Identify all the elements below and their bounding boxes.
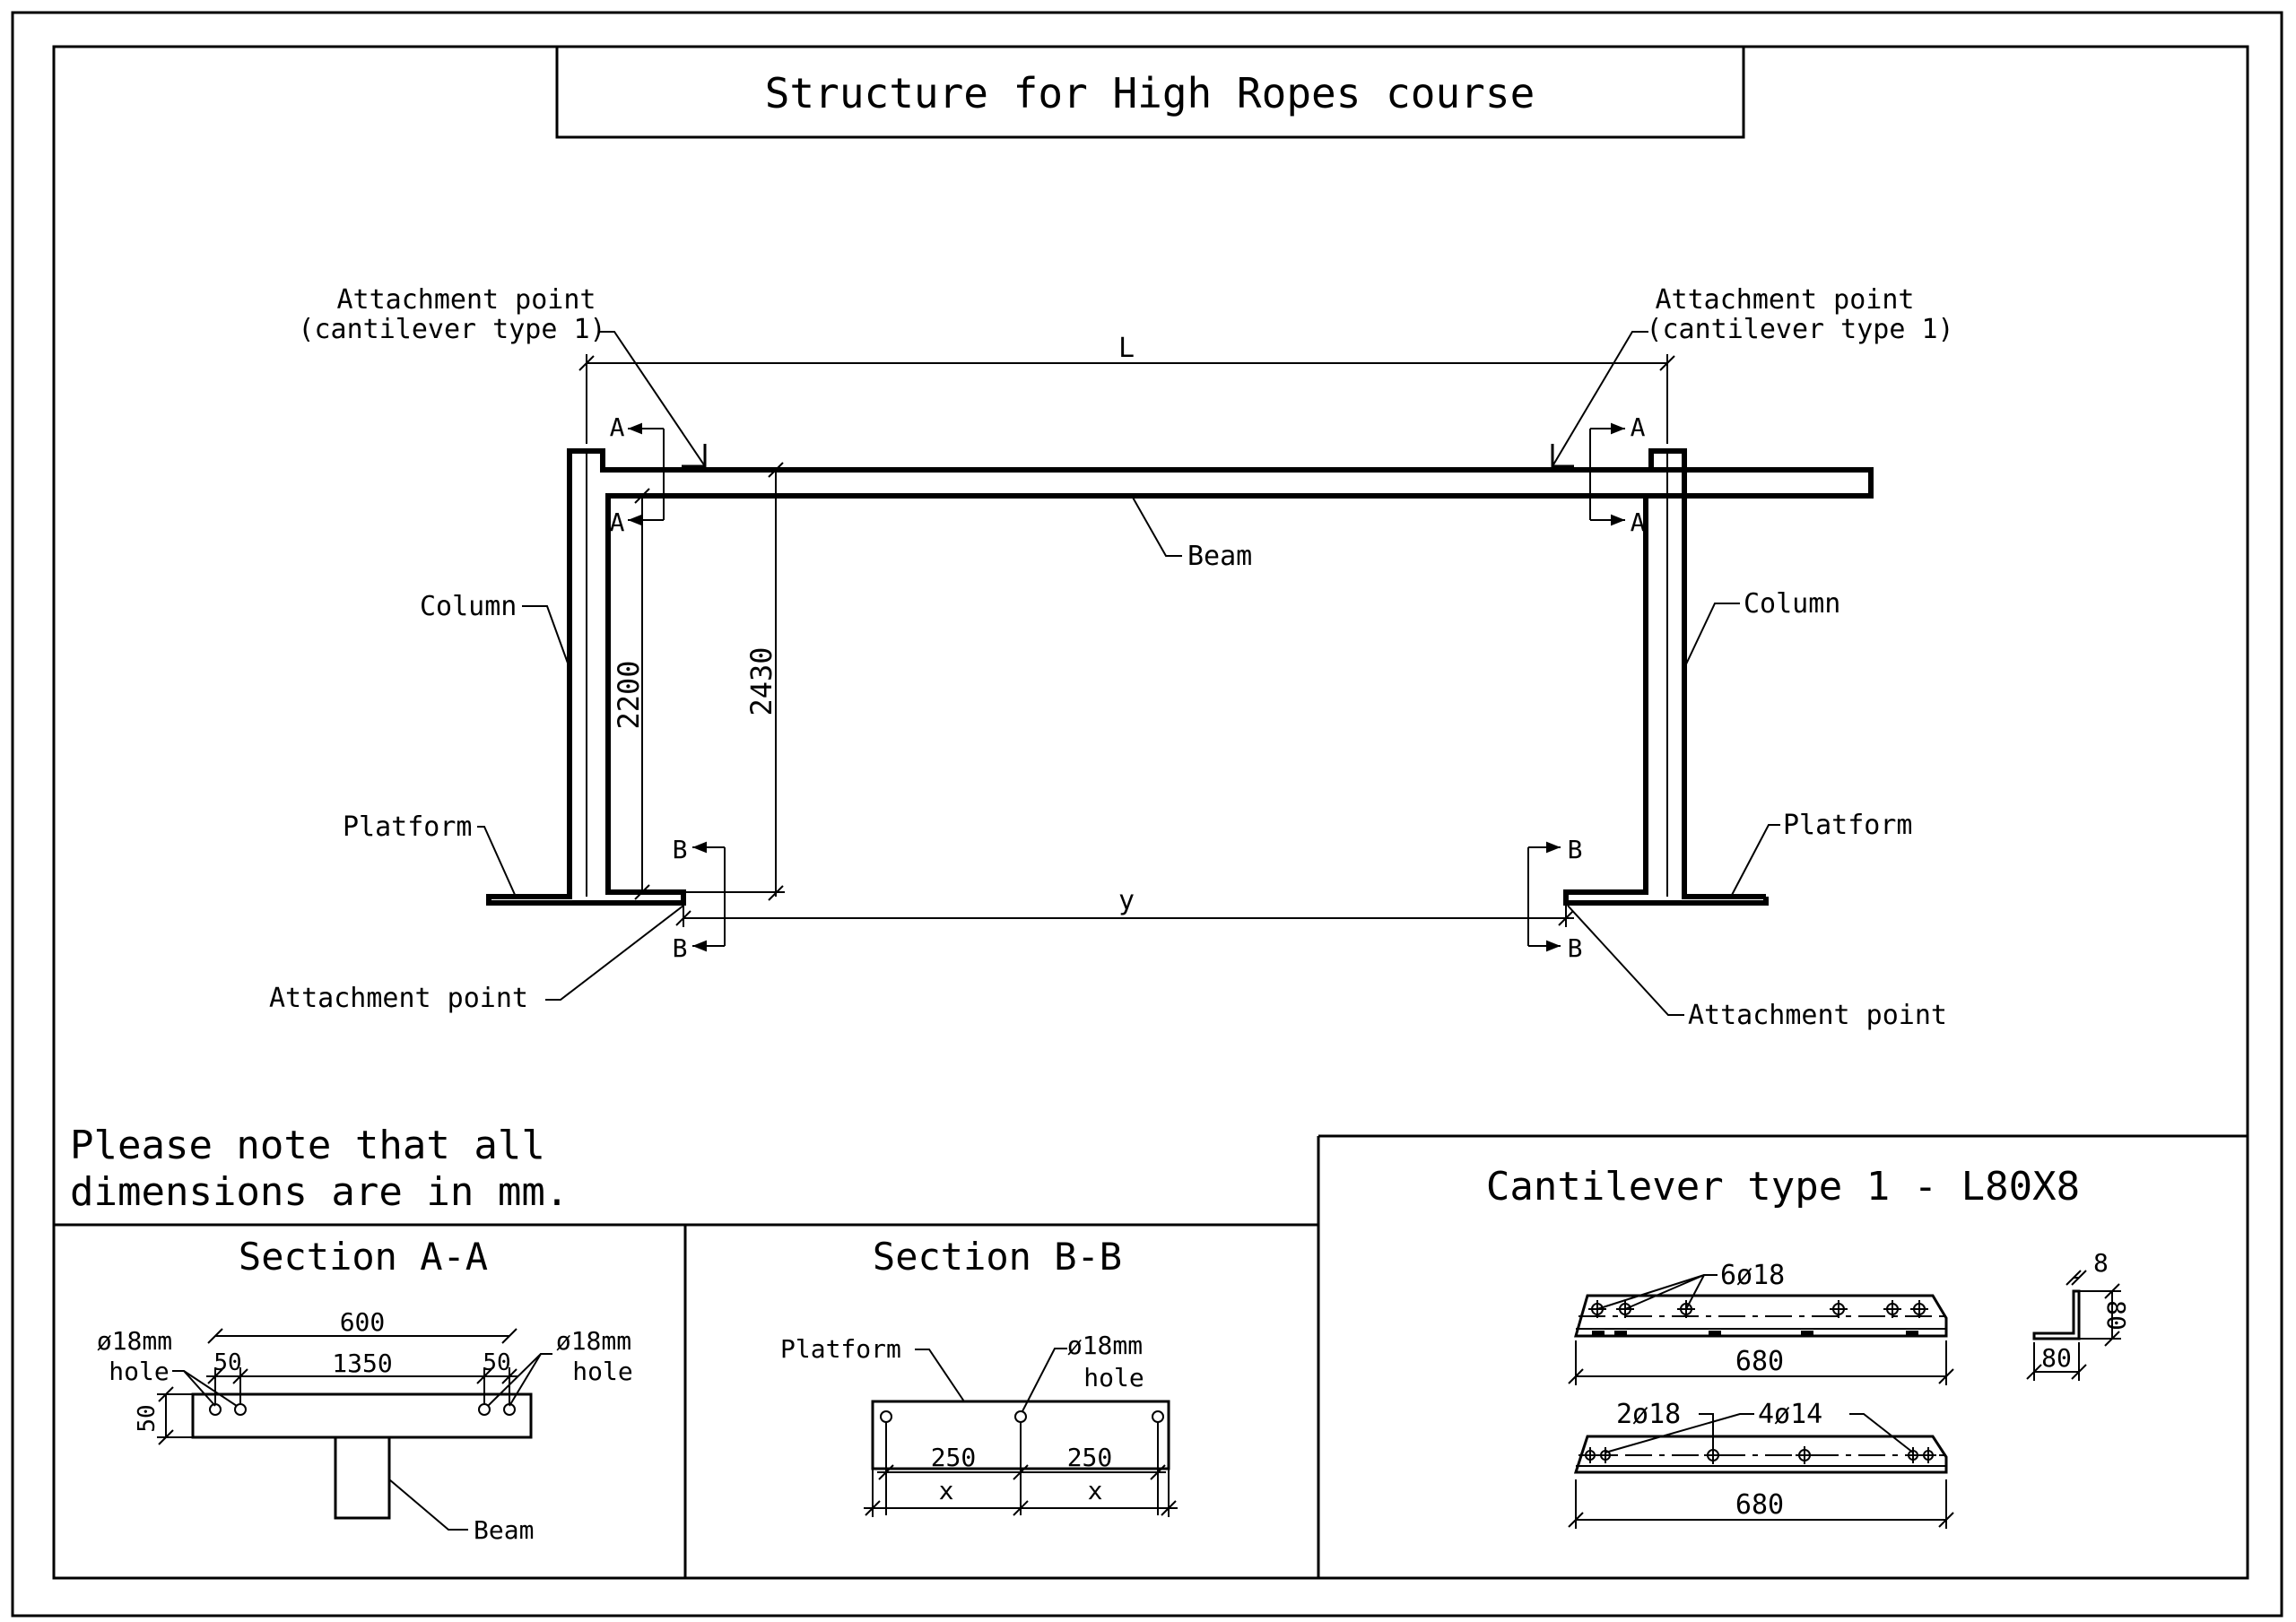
outer-border: [11, 11, 2283, 1618]
dim-y: y: [1118, 885, 1135, 916]
svg-text:50: 50: [483, 1349, 510, 1376]
svg-text:hole: hole: [1083, 1363, 1144, 1392]
prof-8: 8: [2093, 1248, 2109, 1278]
column-left-label: Column: [420, 591, 517, 622]
section-bb-title: Section B-B: [873, 1235, 1122, 1279]
svg-text:B: B: [673, 933, 688, 963]
attach-bottom-right: Attachment point: [1688, 1000, 1947, 1031]
bb-dim-250a: 250: [931, 1443, 977, 1472]
bb-dim-xa: x: [939, 1476, 954, 1505]
cant-top-holes: 6ø18: [1720, 1260, 1785, 1291]
aa-dim-1350: 1350: [332, 1349, 392, 1378]
cantilever-bottom-plate: [1573, 1435, 1948, 1474]
angle-profile: [2032, 1289, 2081, 1340]
section-a-marker: A: [610, 412, 625, 442]
dim-L-label: L: [1118, 333, 1135, 364]
svg-text:B: B: [1568, 835, 1583, 864]
section-aa: Section A-A 600 1350 50 50 50 ø18mm h: [97, 1235, 633, 1545]
bb-dim-xb: x: [1088, 1476, 1103, 1505]
attach-left-label-1: Attachment point: [337, 284, 596, 316]
beam-label: Beam: [1187, 541, 1252, 572]
note-line-1: Please note that all: [70, 1123, 545, 1168]
svg-text:B: B: [1568, 933, 1583, 963]
main-elevation: L Attachment point (cantilever type 1) A…: [269, 284, 1954, 1031]
aa-hole-right-1: ø18mm: [556, 1326, 631, 1356]
cantilever-panel: Cantilever type 1 - L80X8 6ø18 680: [1486, 1164, 2131, 1529]
cant-top-len: 680: [1735, 1346, 1784, 1377]
column-right-label: Column: [1744, 588, 1840, 620]
cant-bot-holes-b: 4ø14: [1758, 1399, 1822, 1430]
attach-bottom-left: Attachment point: [269, 983, 528, 1014]
title-block: Structure for High Ropes course: [555, 45, 1745, 139]
cant-bot-len: 680: [1735, 1489, 1784, 1521]
svg-text:A: A: [1631, 412, 1646, 442]
aa-dim-600: 600: [340, 1307, 386, 1337]
svg-text:hole: hole: [109, 1357, 169, 1386]
platform-left-label: Platform: [343, 811, 473, 843]
platform-right-label: Platform: [1783, 810, 1913, 841]
units-note: Please note that all dimensions are in m…: [70, 1123, 569, 1215]
cantilever-title: Cantilever type 1 - L80X8: [1486, 1164, 2080, 1210]
section-bb: Section B-B Platform ø18mm hole 250 250 …: [780, 1235, 1178, 1517]
attach-right-label-1: Attachment point: [1656, 284, 1915, 316]
svg-text:hole: hole: [572, 1357, 632, 1386]
bb-platform-label: Platform: [780, 1334, 901, 1364]
cant-bot-holes-a: 2ø18: [1616, 1399, 1681, 1430]
attach-right-label-2: (cantilever type 1): [1646, 314, 1953, 345]
aa-hole-left-1: ø18mm: [97, 1326, 172, 1356]
svg-text:50: 50: [213, 1349, 241, 1376]
aa-beam: [334, 1436, 391, 1520]
cantilever-top-plate: [1574, 1294, 1948, 1338]
aa-beam-label: Beam: [474, 1515, 534, 1545]
note-line-2: dimensions are in mm.: [70, 1169, 569, 1215]
section-aa-title: Section A-A: [239, 1235, 488, 1279]
prof-80h: 80: [2041, 1343, 2072, 1373]
prof-80v: 80: [2101, 1300, 2131, 1331]
bb-hole-1: ø18mm: [1067, 1331, 1143, 1360]
column-left: [486, 448, 1874, 906]
page-title: Structure for High Ropes course: [765, 69, 1535, 117]
svg-text:A: A: [1631, 507, 1646, 537]
aa-plate: [191, 1392, 533, 1439]
dim-2200: 2200: [612, 660, 646, 729]
section-b-marker: B: [673, 835, 688, 864]
dim-2430: 2430: [744, 646, 778, 716]
attach-left-label-2: (cantilever type 1): [298, 314, 605, 345]
svg-text:50: 50: [134, 1404, 161, 1432]
bb-dim-250b: 250: [1067, 1443, 1113, 1472]
svg-text:A: A: [610, 507, 625, 537]
